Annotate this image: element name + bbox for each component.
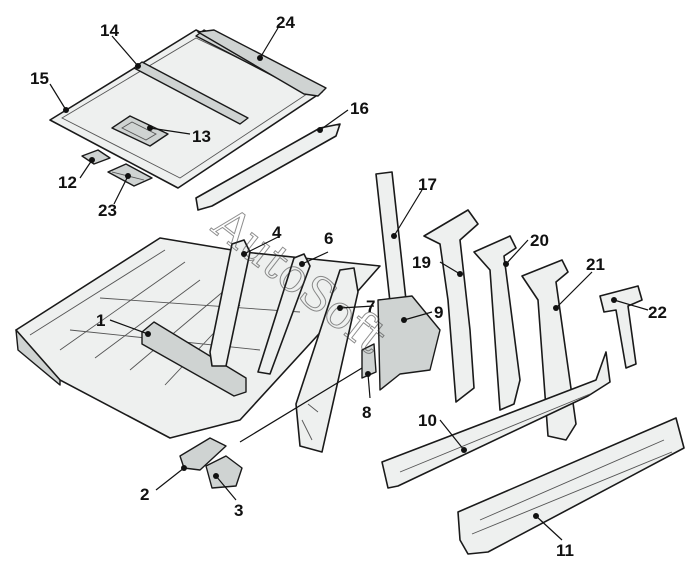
part-13-hatch-frame xyxy=(111,115,169,147)
cable xyxy=(239,367,363,443)
callout-13: 13 xyxy=(192,127,211,146)
part-11-rocker xyxy=(457,417,685,555)
part-4-a-pillar-left xyxy=(209,239,251,367)
callout-1: 1 xyxy=(96,311,105,330)
callout-24: 24 xyxy=(276,13,295,32)
part-12-bracket xyxy=(81,149,111,165)
callout-2: 2 xyxy=(140,485,149,504)
callout-14: 14 xyxy=(100,21,119,40)
callout-7: 7 xyxy=(366,297,375,316)
part-1-crossmember xyxy=(141,321,247,397)
callout-22: 22 xyxy=(648,303,667,322)
callout-6: 6 xyxy=(324,229,333,248)
part-22-bracket xyxy=(599,285,643,369)
callout-11: 11 xyxy=(556,541,574,560)
callout-10: 10 xyxy=(418,411,437,430)
callout-8: 8 xyxy=(362,403,371,422)
callout-leaders xyxy=(49,27,649,541)
callout-20: 20 xyxy=(530,231,549,250)
callout-21: 21 xyxy=(586,255,605,274)
part-20-pillar xyxy=(473,235,521,411)
part-10-sill xyxy=(381,351,611,489)
part-17-b-pillar xyxy=(375,171,407,303)
callout-17: 17 xyxy=(418,175,437,194)
part-9-b-pillar-lower xyxy=(377,295,441,391)
part-19-pillar xyxy=(423,209,479,403)
callout-9: 9 xyxy=(434,303,443,322)
callout-4: 4 xyxy=(272,223,282,242)
callout-15: 15 xyxy=(30,69,49,88)
part-24-roof-rail xyxy=(197,29,327,97)
part-6-a-pillar-inner xyxy=(257,253,311,375)
callout-19: 19 xyxy=(412,253,431,272)
callout-12: 12 xyxy=(58,173,77,192)
callout-16: 16 xyxy=(350,99,369,118)
part-7-front-pillar xyxy=(295,267,359,453)
callout-labels: 1 2 3 4 6 7 8 9 10 11 12 13 14 15 16 17 … xyxy=(30,13,667,560)
callout-23: 23 xyxy=(98,201,117,220)
part-3-hinge xyxy=(205,455,243,489)
callout-3: 3 xyxy=(234,501,243,520)
callout-dots xyxy=(63,55,617,519)
